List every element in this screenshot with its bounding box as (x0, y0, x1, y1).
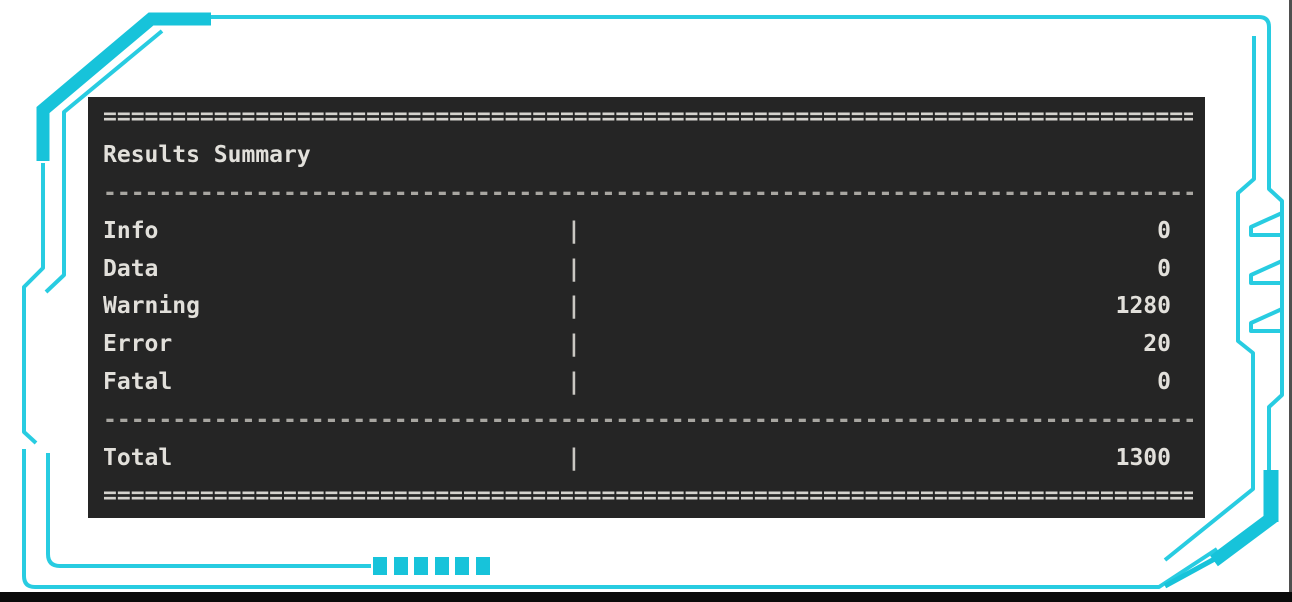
frame-bottom-outer-line (22, 449, 1219, 589)
row-value: 1300 (1115, 445, 1171, 472)
frame-dash (476, 557, 490, 575)
frame-dash (414, 557, 428, 575)
row-value: 20 (1143, 331, 1171, 358)
summary-row-warning: Warning | 1280 (103, 288, 1193, 326)
row-label: Info (103, 217, 159, 244)
summary-row-error: Error | 20 (103, 326, 1193, 364)
row-value: 0 (1157, 217, 1171, 244)
row-label: Warning (103, 293, 200, 320)
column-separator: | (567, 255, 581, 282)
screenshot-bottom-border (0, 592, 1292, 602)
column-separator: | (567, 217, 581, 244)
separator-double-line: ========================================… (103, 104, 1193, 130)
separator-double-line: ========================================… (103, 482, 1193, 509)
separator-single-line: ----------------------------------------… (103, 407, 1193, 434)
frame-comb-tooth (1249, 211, 1283, 237)
summary-row-info: Info | 0 (103, 213, 1193, 251)
column-separator: | (567, 293, 581, 320)
row-value: 0 (1157, 255, 1171, 282)
frame-dash (394, 557, 408, 575)
frame-thick-top-left-corner (36, 12, 211, 161)
column-separator: | (567, 331, 581, 358)
row-label: Total (103, 445, 173, 472)
row-value: 0 (1157, 369, 1171, 396)
frame-inner-right-trace (1163, 36, 1256, 562)
frame-inner-left-trace (44, 29, 164, 294)
row-label: Fatal (103, 369, 173, 396)
column-separator: | (567, 445, 581, 472)
row-value: 1280 (1115, 293, 1171, 320)
frame-bottom-inner-line (46, 453, 371, 568)
frame-dash (455, 557, 469, 575)
frame-dash (435, 557, 449, 575)
row-label: Error (103, 331, 173, 358)
summary-row-total: Total | 1300 (103, 440, 1193, 478)
results-summary-title: Results Summary (103, 141, 311, 168)
column-separator: | (567, 369, 581, 396)
frame-outer-left-trace (22, 163, 45, 445)
frame-dash (373, 557, 387, 575)
frame-dash-group (373, 557, 490, 575)
screenshot-right-border (1289, 0, 1292, 602)
summary-row-fatal: Fatal | 0 (103, 364, 1193, 402)
frame-comb-tooth (1249, 307, 1283, 333)
frame-comb-tooth (1249, 259, 1283, 285)
frame-thick-bottom-right-diagonal (1210, 511, 1277, 567)
separator-single-line: ----------------------------------------… (103, 179, 1193, 206)
frame-bottom-right-tail (1163, 553, 1222, 589)
frame-top-right-trace (205, 15, 1284, 470)
row-label: Data (103, 255, 159, 282)
terminal-panel: ========================================… (88, 97, 1205, 518)
summary-row-data: Data | 0 (103, 251, 1193, 289)
